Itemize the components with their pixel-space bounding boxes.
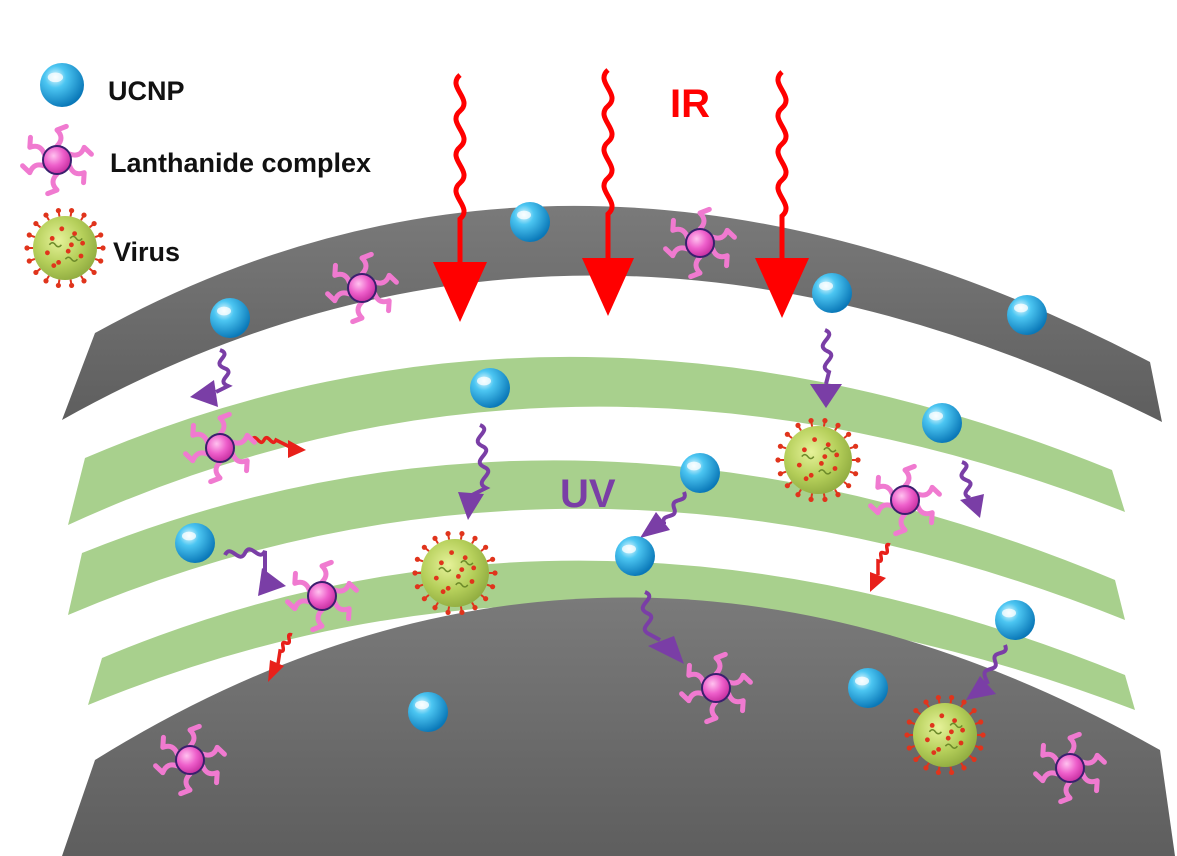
uv-wavy-arrow-icon (966, 644, 1008, 700)
uv-arrows (190, 328, 1008, 700)
legend-item-lanthanide: Lanthanide complex (20, 123, 371, 197)
legend-label-lanthanide: Lanthanide complex (110, 148, 371, 178)
inner-layer-2 (68, 460, 1125, 620)
blue-sphere-icon (995, 600, 1035, 640)
lanthanide-complexes (153, 206, 1107, 805)
lanthanide-complex-icon (663, 206, 737, 280)
blue-sphere-icon (175, 523, 215, 563)
outer-layer-top (62, 205, 1162, 422)
virus-icon (24, 207, 106, 289)
virus-icon (775, 418, 861, 502)
legend-item-ucnp: UCNP (40, 63, 185, 107)
legend-label-ucnp: UCNP (108, 76, 185, 106)
lanthanide-complex-icon (285, 559, 359, 633)
ir-arrows (433, 68, 809, 322)
outer-layer-bottom (62, 597, 1175, 856)
lanthanide-complex-icon (679, 651, 753, 725)
lanthanide-complex-icon (868, 463, 942, 537)
red-emission-arrow-icon (870, 542, 891, 592)
ir-wavy-arrow-icon (433, 73, 487, 322)
blue-sphere-icon (40, 63, 84, 107)
ir-wavy-arrow-icon (582, 68, 634, 316)
inner-layer-1 (68, 356, 1125, 525)
blue-sphere-icon (922, 403, 962, 443)
virus-icon (904, 694, 986, 776)
blue-sphere-icon (210, 298, 250, 338)
blue-sphere-icon (812, 273, 852, 313)
uv-wavy-arrow-icon (810, 328, 842, 408)
lanthanide-complex-icon (183, 411, 257, 485)
virus-icon (412, 531, 498, 615)
ucnp-particles (175, 202, 1047, 732)
uv-wavy-arrow-icon (640, 590, 684, 664)
uv-wavy-arrow-icon (959, 460, 984, 518)
blue-sphere-icon (615, 536, 655, 576)
legend-item-virus: Virus (24, 207, 180, 289)
lanthanide-complex-icon (1033, 731, 1107, 805)
lanthanide-complex-icon (20, 123, 94, 197)
legend: UCNP Lanthanide complex Virus (20, 63, 371, 289)
lanthanide-complex-icon (20, 123, 94, 197)
ir-wavy-arrow-icon (755, 70, 809, 318)
virus-icon (24, 207, 106, 289)
blue-sphere-icon (40, 63, 84, 107)
inner-layer-3 (88, 560, 1135, 710)
blue-sphere-icon (1007, 295, 1047, 335)
uv-wavy-arrow-icon (458, 423, 491, 520)
blue-sphere-icon (848, 668, 888, 708)
blue-sphere-icon (470, 368, 510, 408)
red-emission-arrow-icon (268, 632, 293, 682)
blue-sphere-icon (408, 692, 448, 732)
ir-label: IR (670, 82, 710, 126)
uv-wavy-arrow-icon (640, 491, 687, 538)
legend-label-virus: Virus (113, 237, 180, 267)
uv-label: UV (560, 472, 616, 516)
lanthanide-complex-icon (153, 723, 227, 797)
lanthanide-complex-icon (325, 251, 399, 325)
layers (62, 205, 1175, 856)
blue-sphere-icon (680, 453, 720, 493)
blue-sphere-icon (510, 202, 550, 242)
viruses (412, 418, 986, 776)
emission-arrows (250, 436, 891, 682)
uv-wavy-arrow-icon (223, 547, 286, 596)
red-emission-arrow-icon (250, 436, 306, 458)
uv-wavy-arrow-icon (190, 348, 233, 407)
